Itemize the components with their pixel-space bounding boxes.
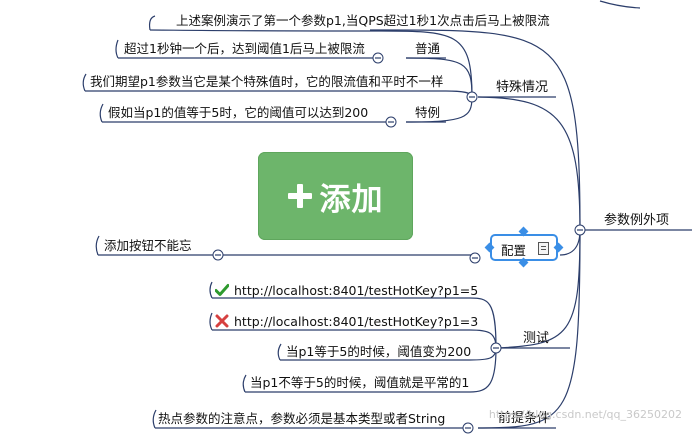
branch-config-node[interactable]: 配置 [490,234,558,261]
connector-premise-child-hook [152,409,157,429]
special-normal-label[interactable]: 普通 [415,41,441,56]
connector-root-special [477,96,581,231]
cross-icon [215,314,229,328]
special-case-label[interactable]: 特例 [415,105,441,120]
note-icon[interactable] [538,242,549,255]
collapse-toggle-special[interactable] [466,91,478,103]
collapse-toggle-root[interactable] [574,224,586,236]
branch-premise-label[interactable]: 前提条件 [498,411,551,426]
test-url-error[interactable]: http://localhost:8401/testHotKey?p1=3 [234,314,479,329]
connector-special-c1 [370,30,473,98]
connector-offscreen [599,0,641,9]
branch-test-label[interactable]: 测试 [523,331,550,346]
collapse-toggle-premise[interactable] [462,422,474,434]
connector-test-c1 [469,297,497,349]
connector-test-c1-hook [209,281,213,299]
test-url-ok[interactable]: http://localhost:8401/testHotKey?p1=5 [234,283,479,298]
branch-special-label[interactable]: 特殊情况 [496,80,549,95]
connector-test-c2-hook [209,312,213,331]
connector-test-c4-hook [242,374,247,393]
special-normal-child[interactable]: 超过1秒钟一个后，达到阈值1后马上被限流 [124,41,365,56]
connector-test-c3-hook [277,343,282,361]
connector-test-c4 [469,347,497,393]
check-icon [215,284,229,296]
premise-child-label[interactable]: 热点参数的注意点，参数必须是基本类型或者String [158,411,446,426]
connector-root-partial-line [369,29,581,231]
collapse-toggle-test[interactable] [490,342,502,354]
collapse-toggle-config-child[interactable] [212,249,224,261]
special-expectation[interactable]: 我们期望p1参数当它是某个特殊值时，它的限流值和平时不一样 [90,74,444,89]
watermark: https://blog.csdn.net/qq_36250202 [488,408,682,421]
collapse-toggle-case[interactable] [385,116,397,128]
add-button-image: 添加 [258,152,413,240]
plus-icon [287,184,312,208]
connector-case-child-hook [99,103,104,123]
test-result-normal[interactable]: 当p1不等于5的时候，阈值就是平常的1 [250,375,470,390]
config-child-label[interactable]: 添加按钮不能忘 [104,238,192,253]
connector-root-premise [477,229,581,429]
add-button-image-text: 添加 [319,181,384,218]
connector-expect-hook [82,73,87,92]
collapse-toggle-config[interactable] [469,252,481,264]
test-result-200[interactable]: 当p1等于5的时候，阈值变为200 [286,344,472,359]
collapse-toggle-normal[interactable] [372,52,384,64]
special-note-demo[interactable]: 上述案例演示了第一个参数p1,当QPS超过1秒1次点击后马上被限流 [176,13,550,28]
branch-config-label: 配置 [501,243,527,258]
root-node-label[interactable]: 参数例外项 [604,213,670,228]
connector-top-text-hook [148,15,156,31]
special-case-child[interactable]: 假如当p1的值等于5时，它的阈值可以达到200 [108,105,369,120]
connector-normal-child-hook [115,39,119,59]
connector-top-text [149,29,372,32]
connector-config-child-hook [95,235,100,256]
